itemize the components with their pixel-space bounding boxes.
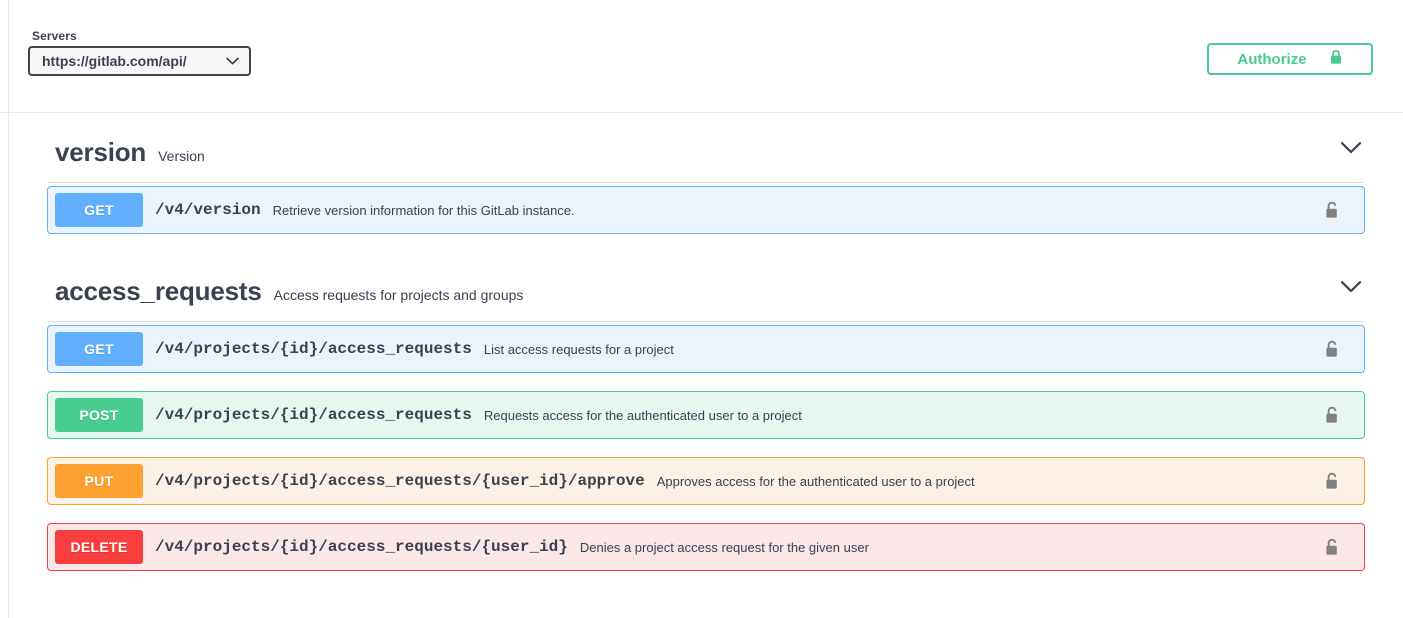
operation-method-badge: DELETE	[55, 530, 143, 564]
operation-row[interactable]: PUT /v4/projects/{id}/access_requests/{u…	[47, 457, 1365, 505]
chevron-down-icon[interactable]	[1339, 136, 1363, 160]
lock-open-icon[interactable]	[1322, 470, 1342, 492]
operation-path: /v4/version	[155, 201, 261, 219]
lock-open-icon[interactable]	[1322, 338, 1342, 360]
server-select[interactable]: https://gitlab.com/api/	[28, 46, 251, 76]
operation-path: /v4/projects/{id}/access_requests/{user_…	[155, 538, 568, 556]
tag-description: Version	[158, 148, 205, 164]
tag-description: Access requests for projects and groups	[273, 287, 524, 303]
operation-list: GET /v4/projects/{id}/access_requests Li…	[39, 322, 1373, 571]
operation-row[interactable]: GET /v4/version Retrieve version informa…	[47, 186, 1365, 234]
tag-header[interactable]: access_requests Access requests for proj…	[39, 252, 1373, 321]
authorize-button[interactable]: Authorize	[1207, 43, 1373, 75]
servers-bar: Servers https://gitlab.com/api/ Authoriz…	[0, 0, 1403, 113]
operation-row[interactable]: DELETE /v4/projects/{id}/access_requests…	[47, 523, 1365, 571]
chevron-down-icon	[226, 57, 239, 65]
lock-open-icon[interactable]	[1322, 536, 1342, 558]
operation-method-badge: PUT	[55, 464, 143, 498]
servers-label: Servers	[32, 29, 77, 43]
tag-divider	[48, 321, 1364, 322]
tag-header[interactable]: version Version	[39, 113, 1373, 182]
operation-path: /v4/projects/{id}/access_requests/{user_…	[155, 472, 645, 490]
chevron-down-icon[interactable]	[1339, 275, 1363, 299]
authorize-label: Authorize	[1237, 50, 1307, 68]
operation-method-badge: POST	[55, 398, 143, 432]
api-sections: version Version GET /v4/version Retrieve…	[0, 113, 1403, 571]
operation-summary: List access requests for a project	[483, 341, 674, 357]
tag-divider	[48, 182, 1364, 183]
operation-method-badge: GET	[55, 332, 143, 366]
operation-method-badge: GET	[55, 193, 143, 227]
server-select-value: https://gitlab.com/api/	[42, 53, 187, 69]
operation-path: /v4/projects/{id}/access_requests	[155, 406, 472, 424]
lock-open-icon[interactable]	[1322, 404, 1342, 426]
operation-row[interactable]: GET /v4/projects/{id}/access_requests Li…	[47, 325, 1365, 373]
operation-summary: Denies a project access request for the …	[579, 539, 869, 555]
page-left-rule	[8, 0, 9, 618]
tag-name: access_requests	[55, 276, 262, 306]
tag-section: version Version GET /v4/version Retrieve…	[39, 113, 1373, 234]
tag-section: access_requests Access requests for proj…	[39, 252, 1373, 571]
operation-summary: Retrieve version information for this Gi…	[272, 202, 575, 218]
lock-open-icon[interactable]	[1322, 199, 1342, 221]
operation-summary: Approves access for the authenticated us…	[656, 473, 975, 489]
servers-block: Servers https://gitlab.com/api/	[28, 29, 251, 76]
operation-summary: Requests access for the authenticated us…	[483, 407, 802, 423]
operation-path: /v4/projects/{id}/access_requests	[155, 340, 472, 358]
operation-list: GET /v4/version Retrieve version informa…	[39, 183, 1373, 234]
operation-row[interactable]: POST /v4/projects/{id}/access_requests R…	[47, 391, 1365, 439]
tag-name: version	[55, 137, 147, 167]
lock-closed-icon	[1329, 49, 1343, 69]
